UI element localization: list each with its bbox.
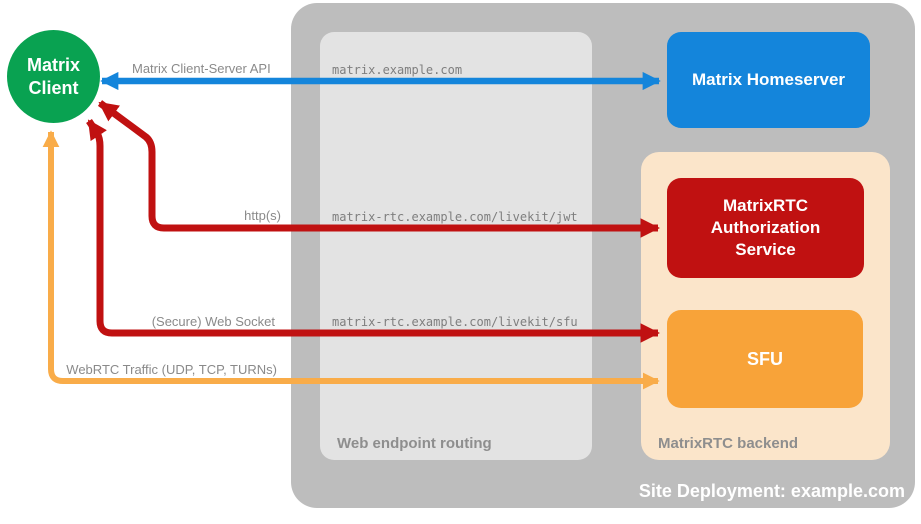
sfu-node: SFU: [667, 310, 863, 408]
web-endpoint-routing-label: Web endpoint routing: [337, 435, 492, 452]
matrixrtc-auth-service-label: MatrixRTC Authorization Service: [710, 196, 821, 259]
sfu-label: SFU: [747, 349, 783, 369]
endpoint-livekit-sfu: matrix-rtc.example.com/livekit/sfu: [332, 315, 578, 329]
matrix-homeserver-label: Matrix Homeserver: [691, 70, 846, 89]
endpoint-matrix-domain: matrix.example.com: [332, 63, 463, 77]
https-arrow-label: http(s): [244, 208, 281, 223]
matrixrtc-auth-service-node: MatrixRTC Authorization Service: [667, 178, 864, 278]
websocket-arrow-label: (Secure) Web Socket: [151, 314, 275, 329]
matrixrtc-backend-label: MatrixRTC backend: [658, 435, 799, 452]
webrtc-arrow-label: WebRTC Traffic (UDP, TCP, TURNs): [66, 362, 277, 377]
matrix-client-label: Matrix Client: [26, 54, 80, 98]
site-deployment-label: Site Deployment: example.com: [638, 481, 905, 501]
matrix-client-node: Matrix Client: [7, 30, 100, 123]
web-endpoint-routing-box: [320, 32, 592, 460]
endpoint-livekit-jwt: matrix-rtc.example.com/livekit/jwt: [332, 210, 578, 224]
matrix-homeserver-node: Matrix Homeserver: [667, 32, 870, 128]
client-server-api-arrow-label: Matrix Client-Server API: [132, 61, 271, 76]
